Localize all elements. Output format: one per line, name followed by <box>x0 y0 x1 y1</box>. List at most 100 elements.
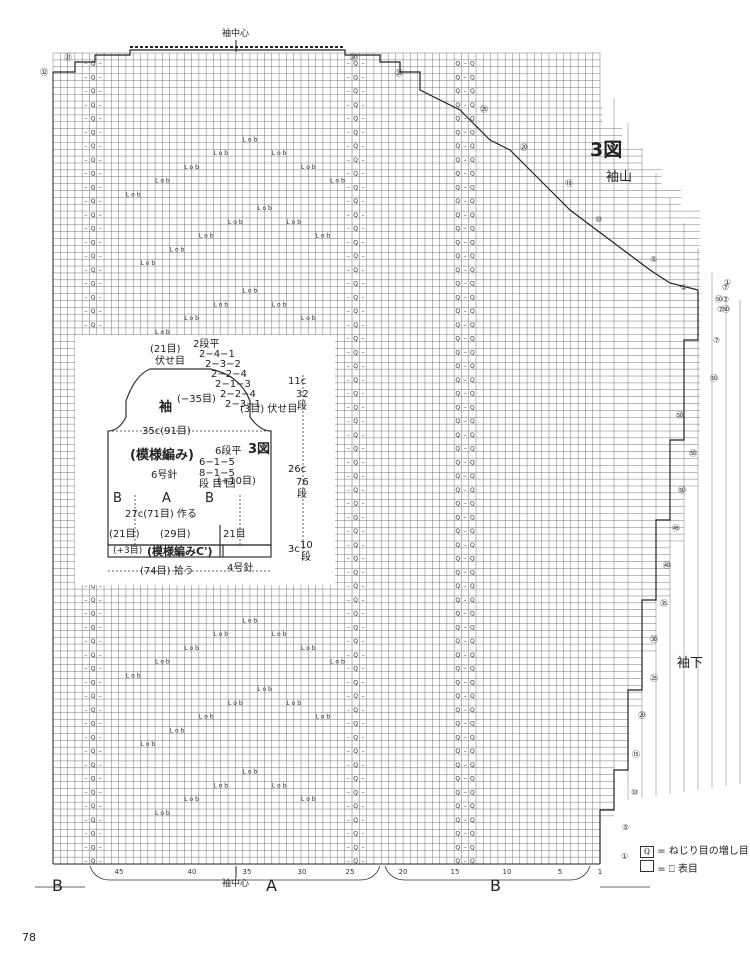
twist-symbol: – <box>347 652 350 659</box>
twist-symbol: Q <box>353 308 358 315</box>
twist-symbol: Q <box>353 253 358 260</box>
twist-symbol: Q <box>455 74 460 81</box>
twist-symbol: – <box>347 748 350 755</box>
twist-symbol: – <box>347 198 350 205</box>
twist-symbol: Q <box>470 308 475 315</box>
twist-symbol: Q <box>353 776 358 783</box>
motif-symbol: L o b <box>286 219 301 226</box>
twist-symbol: Q <box>455 336 460 343</box>
twist-symbol: Q <box>455 432 460 439</box>
twist-symbol: Q <box>353 143 358 150</box>
twist-symbol: – <box>347 501 350 508</box>
twist-symbol: Q <box>353 171 358 178</box>
twist-symbol: – <box>361 157 364 164</box>
twist-symbol: Q <box>470 61 475 68</box>
twist-symbol: Q <box>353 446 358 453</box>
twist-symbol: Q <box>353 597 358 604</box>
row-mark: ㉜ <box>40 68 48 77</box>
twist-symbol: Q <box>455 707 460 714</box>
motif-symbol: L o b <box>272 782 287 789</box>
twist-symbol: – <box>361 377 364 384</box>
twist-symbol: – <box>464 322 467 329</box>
twist-symbol: Q <box>91 734 96 741</box>
twist-symbol: Q <box>91 638 96 645</box>
twist-symbol: – <box>347 638 350 645</box>
motif-symbol: L o b <box>184 796 199 803</box>
twist-symbol: – <box>84 817 87 824</box>
twist-symbol: – <box>464 583 467 590</box>
page-number: 78 <box>22 931 36 944</box>
section-label-center: A <box>266 876 277 895</box>
row-mark: ㉕ <box>650 674 658 683</box>
twist-symbol: Q <box>455 734 460 741</box>
twist-symbol: – <box>99 322 102 329</box>
twist-symbol: Q <box>91 88 96 95</box>
twist-symbol: – <box>464 789 467 796</box>
twist-symbol: – <box>347 459 350 466</box>
twist-symbol: – <box>99 116 102 123</box>
twist-symbol: – <box>99 198 102 205</box>
schematic-needle4: 4号針 <box>227 563 254 574</box>
schematic-top-st: (21目) <box>150 344 181 355</box>
twist-symbol: Q <box>455 281 460 288</box>
motif-symbol: L o b <box>199 714 214 721</box>
twist-symbol: Q <box>455 418 460 425</box>
twist-symbol: – <box>347 803 350 810</box>
twist-symbol: – <box>361 514 364 521</box>
twist-symbol: – <box>361 363 364 370</box>
twist-symbol: – <box>99 707 102 714</box>
twist-symbol: Q <box>455 624 460 631</box>
twist-symbol: Q <box>470 844 475 851</box>
schematic-h1: 11c <box>288 376 307 387</box>
twist-symbol: – <box>361 418 364 425</box>
twist-symbol: – <box>347 556 350 563</box>
sleeve-schematic: (21目) 伏せ目 袖 (−35目) (3目) 伏せ目 35c(91目) (模様… <box>75 335 335 585</box>
twist-symbol: – <box>464 116 467 123</box>
twist-symbol: – <box>361 336 364 343</box>
motif-symbol: L o b <box>316 714 331 721</box>
twist-symbol: – <box>84 693 87 700</box>
twist-symbol: – <box>347 143 350 150</box>
twist-symbol: Q <box>91 679 96 686</box>
motif-symbol: L o b <box>330 178 345 185</box>
twist-symbol: – <box>99 102 102 109</box>
twist-symbol: – <box>84 61 87 68</box>
twist-symbol: Q <box>470 569 475 576</box>
twist-symbol: – <box>464 473 467 480</box>
twist-symbol: Q <box>470 762 475 769</box>
twist-symbol: – <box>84 102 87 109</box>
twist-symbol: Q <box>455 459 460 466</box>
twist-symbol: – <box>347 212 350 219</box>
twist-symbol: – <box>464 308 467 315</box>
schematic-cast-on: 27c(71目) 作る <box>125 509 197 520</box>
twist-symbol: Q <box>353 322 358 329</box>
twist-symbol: – <box>464 803 467 810</box>
section-bracket <box>384 865 591 881</box>
twist-symbol: – <box>84 762 87 769</box>
motif-symbol: L o b <box>243 769 258 776</box>
twist-symbol: Q <box>470 638 475 645</box>
motif-symbol: L o b <box>272 301 287 308</box>
motif-symbol: L o b <box>301 315 316 322</box>
twist-symbol: Q <box>353 459 358 466</box>
twist-symbol: – <box>464 102 467 109</box>
schematic-c21a: (21目) <box>109 529 140 540</box>
twist-symbol: Q <box>353 762 358 769</box>
motif-symbol: L o b <box>243 288 258 295</box>
twist-symbol: – <box>464 734 467 741</box>
twist-symbol: Q <box>353 377 358 384</box>
twist-symbol: – <box>464 432 467 439</box>
twist-symbol: – <box>84 143 87 150</box>
schematic-h2: 26c <box>288 464 307 475</box>
twist-symbol: – <box>99 803 102 810</box>
row-mark: ㉟ <box>660 599 668 608</box>
row-mark: ⑮ <box>632 750 640 759</box>
twist-symbol: – <box>84 748 87 755</box>
twist-symbol: – <box>361 528 364 535</box>
twist-symbol: Q <box>91 789 96 796</box>
motif-symbol: L o b <box>228 219 243 226</box>
motif-symbol: L o b <box>126 672 141 679</box>
twist-symbol: – <box>361 404 364 411</box>
motif-symbol: L o b <box>330 659 345 666</box>
schematic-inc-2: 8−1−5 <box>199 468 235 479</box>
